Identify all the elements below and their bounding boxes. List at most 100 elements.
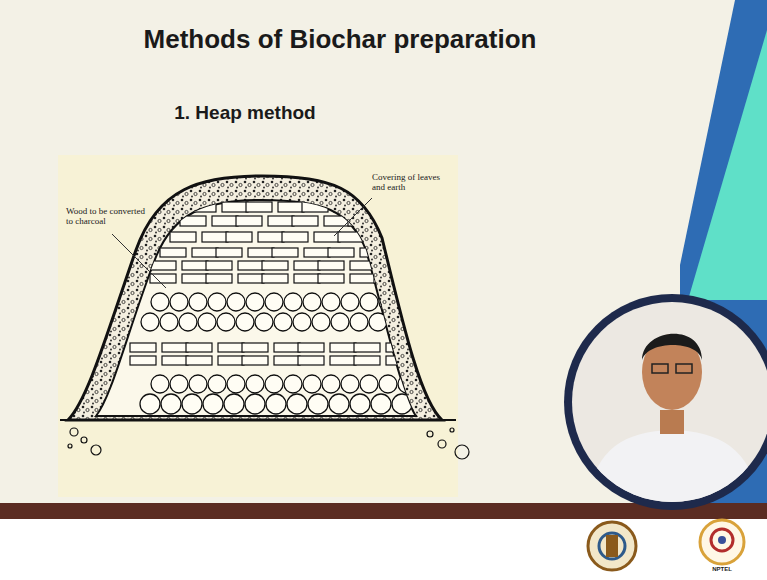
log-end (284, 293, 302, 311)
ground-line (60, 419, 456, 421)
split-wood (242, 356, 268, 365)
presenter-inset (560, 290, 767, 520)
log-end (303, 293, 321, 311)
pebbles (68, 428, 469, 459)
log-end (265, 293, 283, 311)
callout-label-text: Covering of leaves and earth (372, 172, 442, 193)
log-end (322, 375, 340, 393)
split-wood (186, 343, 212, 352)
split-wood (226, 232, 252, 242)
split-wood (302, 202, 328, 212)
split-wood (130, 343, 156, 352)
split-wood (298, 343, 324, 352)
split-wood (274, 343, 300, 352)
log-end (170, 293, 188, 311)
split-wood (268, 216, 294, 226)
log-end (360, 293, 378, 311)
section-heading-text: 1. Heap method (0, 102, 490, 124)
logo-text: NPTEL (704, 566, 740, 573)
split-wood (162, 356, 188, 365)
split-wood (238, 274, 264, 283)
split-wood (374, 274, 400, 283)
split-wood (328, 248, 354, 257)
log-end (398, 375, 416, 393)
log-end (392, 394, 412, 414)
log-end (308, 394, 328, 414)
side-cut (680, 0, 735, 265)
split-wood (274, 356, 300, 365)
split-wood (334, 202, 360, 212)
wood-stack (130, 202, 416, 414)
slide-title: Methods of Biochar preparation (0, 24, 680, 55)
split-wood (192, 248, 218, 257)
log-end (350, 313, 368, 331)
split-wood (180, 216, 206, 226)
split-wood (212, 216, 238, 226)
split-wood (248, 248, 274, 257)
log-end (322, 293, 340, 311)
split-wood (374, 261, 400, 270)
split-wood (262, 261, 288, 270)
split-wood (360, 248, 386, 257)
split-wood (150, 261, 176, 270)
split-wood (170, 232, 196, 242)
split-wood (292, 216, 318, 226)
log-end (371, 394, 391, 414)
split-wood (318, 274, 344, 283)
nptel-logo (700, 520, 744, 564)
log-end (236, 313, 254, 331)
diagram-ground (58, 155, 458, 497)
split-wood (216, 248, 242, 257)
log-end (151, 375, 169, 393)
split-wood (130, 356, 156, 365)
split-wood (162, 343, 188, 352)
log-end (255, 313, 273, 331)
split-wood (246, 202, 272, 212)
split-wood (206, 261, 232, 270)
log-end (379, 375, 397, 393)
log-end (208, 375, 226, 393)
split-wood (202, 232, 228, 242)
split-wood (350, 261, 376, 270)
split-wood (318, 261, 344, 270)
logo-text-text: NPTEL (704, 566, 740, 573)
split-wood (354, 356, 380, 365)
split-wood (298, 356, 324, 365)
footer-ground (0, 519, 767, 580)
split-wood (272, 248, 298, 257)
log-end (246, 293, 264, 311)
log-end (179, 313, 197, 331)
split-wood (330, 343, 356, 352)
log-end (161, 394, 181, 414)
log-end (388, 313, 406, 331)
log-end (341, 293, 359, 311)
log-end (265, 375, 283, 393)
split-wood (218, 356, 244, 365)
split-wood (242, 343, 268, 352)
log-end (203, 394, 223, 414)
log-end (274, 313, 292, 331)
log-end (189, 293, 207, 311)
log-end (208, 293, 226, 311)
log-end (227, 293, 245, 311)
heap-drawing (60, 176, 469, 459)
callout-label: Wood to be converted to charcoal (66, 206, 150, 227)
callout-label: Covering of leaves and earth (372, 172, 442, 193)
split-wood (222, 202, 248, 212)
log-end (151, 293, 169, 311)
log-end (246, 375, 264, 393)
log-end (182, 394, 202, 414)
split-wood (294, 274, 320, 283)
log-end (293, 313, 311, 331)
log-end (217, 313, 235, 331)
split-wood (282, 232, 308, 242)
split-wood (304, 248, 330, 257)
split-wood (236, 216, 262, 226)
split-wood (278, 202, 304, 212)
split-wood (330, 356, 356, 365)
log-end (369, 313, 387, 331)
split-wood (350, 274, 376, 283)
log-end (329, 394, 349, 414)
split-wood (258, 232, 284, 242)
